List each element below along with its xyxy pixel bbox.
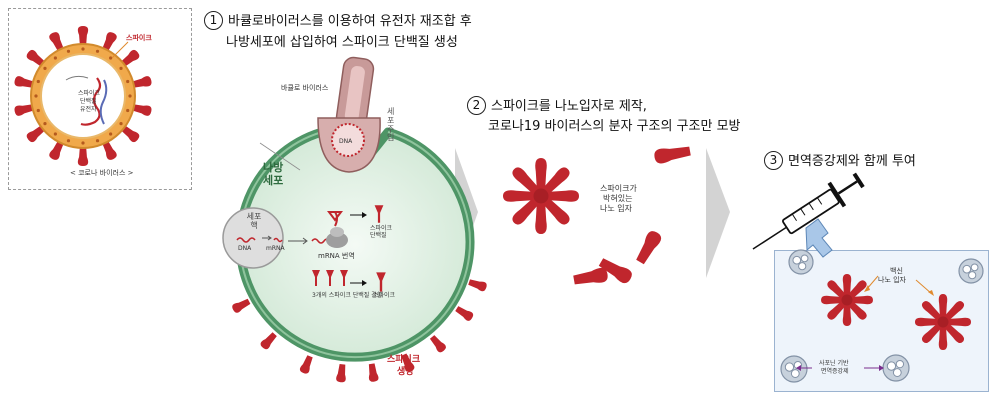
cell-spike: [468, 279, 487, 292]
process-arrow-2: [706, 148, 730, 278]
adjuvant-label-1: 사포닌 기반: [819, 360, 849, 367]
spike-small-label: 스파이크: [373, 292, 396, 299]
free-spike-proteins: [573, 146, 691, 285]
cell-process-arrows: [259, 142, 367, 286]
step3-number: 3: [764, 151, 783, 170]
step1-line2: 나방세포에 삽입하여 스파이크 단백질 생성: [226, 35, 458, 50]
vaccine-nanoparticle-2: [915, 294, 971, 350]
spike-protein-monomer: [374, 205, 384, 223]
baculovirus: [317, 56, 381, 173]
virus-spike: [26, 49, 46, 68]
cell-spike: [336, 364, 346, 383]
spike-protein-a: [312, 270, 320, 286]
virus-core-label-1: 스파이크: [78, 90, 101, 97]
cell-surface-spikes: [232, 279, 487, 383]
virus-spike: [131, 76, 152, 88]
cell-label-2: 세포: [263, 174, 284, 187]
nucleus-label: 세포 핵: [246, 212, 262, 231]
virus-spike: [120, 49, 140, 68]
virus-spike: [77, 146, 89, 166]
step1-number: 1: [204, 11, 223, 30]
vaccine-panel-graphics: [780, 249, 984, 383]
nano-label-2: 박혀있는: [603, 194, 633, 203]
nano-label-3: 나노 입자: [600, 204, 632, 213]
spike-gen-label-1: 스파이크: [387, 355, 421, 365]
virus-spike: [101, 139, 117, 160]
nucleus: [222, 207, 284, 269]
free-spike-3: [598, 258, 632, 284]
baculo-dna-label: DNA: [339, 138, 353, 145]
virus-spike: [49, 139, 65, 160]
virus-rna: [80, 77, 102, 126]
spike-protein-b: [326, 270, 334, 286]
syringe: [752, 172, 865, 250]
ribosome: [288, 211, 348, 248]
virus-spike: [14, 104, 35, 116]
spike-trimer: [376, 272, 386, 292]
virus-spike: [14, 76, 35, 88]
nucleus-dna-label: DNA: [238, 245, 252, 252]
virus-spike: [26, 124, 46, 143]
cell-spike: [232, 298, 251, 313]
virus-core: [40, 53, 126, 139]
spike-nanoparticle: [503, 158, 579, 234]
cell-spike: [299, 355, 313, 374]
vaccine-label-1: 백신: [890, 267, 903, 275]
spike-protein-label: 스파이크 단백질: [370, 225, 393, 239]
virus-spike: [101, 32, 117, 53]
virus-spike: [120, 124, 140, 143]
adjuvant-particle-3: [780, 355, 808, 383]
cell-spike: [455, 306, 474, 321]
adjuvant-particle-4: [882, 354, 910, 382]
cell-entry-label: 세포 주입: [387, 107, 395, 143]
spike-protein-steps: [312, 205, 386, 292]
adjuvant-label-2: 면역증강제: [821, 368, 849, 375]
nano-label-1: 스파이크가: [600, 184, 637, 193]
virus-caption: < 코로나 바이러스 >: [70, 169, 134, 177]
cell-spike: [368, 363, 379, 382]
cell-label-1: 나방: [263, 161, 284, 174]
cell-spike: [429, 335, 446, 353]
vaccine-label-2: 나노 입자: [878, 276, 906, 284]
spike-gen-label-2: 생성: [397, 367, 414, 377]
adjuvant-particle-1: [788, 249, 814, 275]
virus-spike: [77, 26, 89, 46]
step2-number: 2: [467, 96, 486, 115]
translation-label: mRNA 번역: [318, 252, 355, 260]
virus-spike: [131, 104, 152, 116]
assembly-label: 3개의 스파이크 단백질 결합: [312, 292, 383, 299]
nucleus-mrna-label: mRNA: [266, 245, 285, 252]
coronavirus-illustration: [14, 26, 152, 166]
virus-core-label-3: 유전자: [80, 106, 97, 113]
free-spike-1: [654, 146, 691, 164]
virus-core-label-2: 단백질: [80, 98, 97, 105]
virus-spike: [49, 32, 65, 53]
adjuvant-particle-2: [958, 258, 984, 284]
vaccine-nanoparticle-1: [821, 274, 873, 326]
cell-spike: [260, 332, 277, 350]
nanoparticle-star: [503, 158, 579, 234]
free-spike-2: [636, 231, 662, 265]
injection-arrow: [805, 218, 833, 258]
spike-protein-c: [340, 270, 348, 286]
baculo-label: 바큘로 바이러스: [281, 84, 329, 92]
virus-spike-label: 스파이크: [126, 34, 152, 42]
cell-spike: [401, 353, 415, 372]
vaccine-label-arrows: [796, 275, 934, 371]
step2-line2: 코로나19 바이러스의 분자 구조의 구조만 모방: [488, 119, 741, 134]
free-spike-4: [573, 267, 608, 285]
